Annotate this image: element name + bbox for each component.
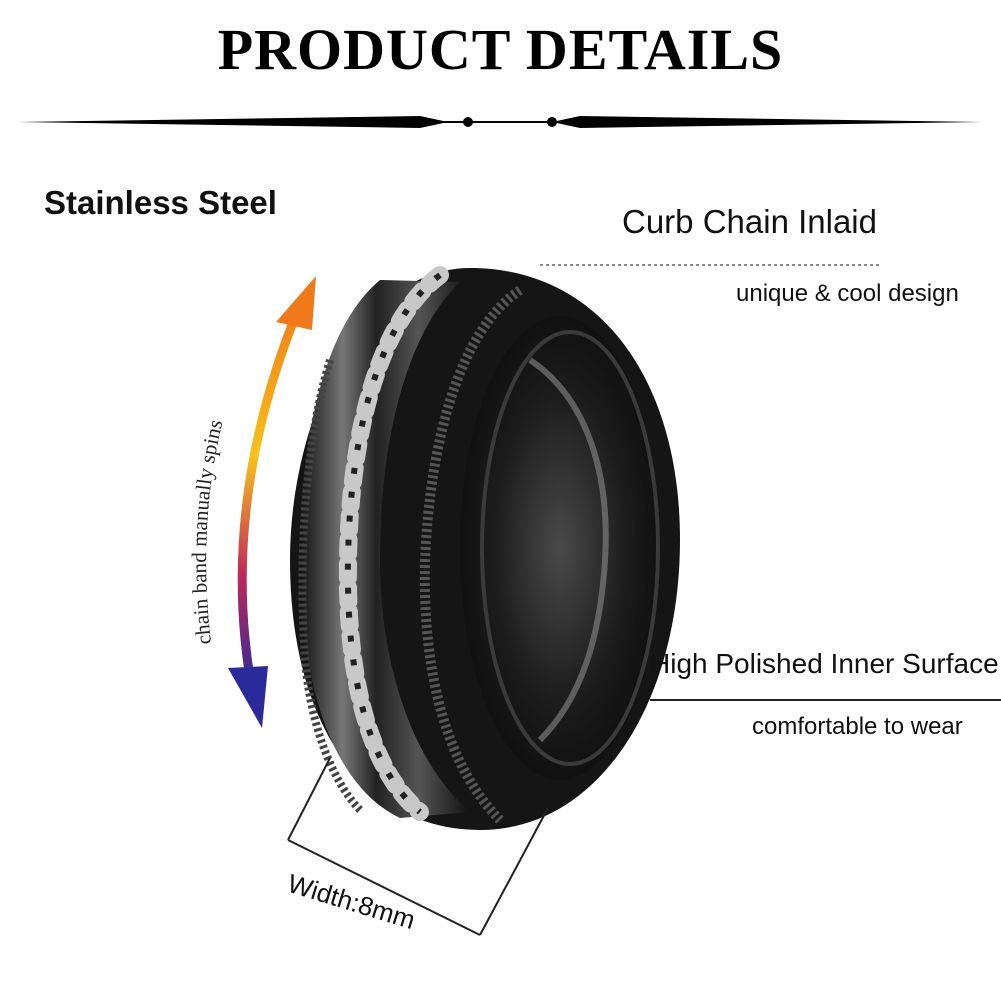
spin-arrow [228, 276, 316, 728]
material-label: Stainless Steel [44, 184, 277, 221]
inner-surface-label: High Polished Inner Surface [650, 648, 999, 679]
spin-label: chain band manually spins [187, 417, 227, 646]
title-divider [18, 116, 982, 128]
page-title: PRODUCT DETAILS [217, 17, 784, 82]
inner-surface-sub-label: comfortable to wear [752, 713, 963, 740]
chain-sub-label: unique & cool design [736, 280, 959, 307]
chain-label: Curb Chain Inlaid [622, 203, 877, 240]
ring-image [290, 266, 680, 830]
width-dimension [287, 757, 549, 936]
